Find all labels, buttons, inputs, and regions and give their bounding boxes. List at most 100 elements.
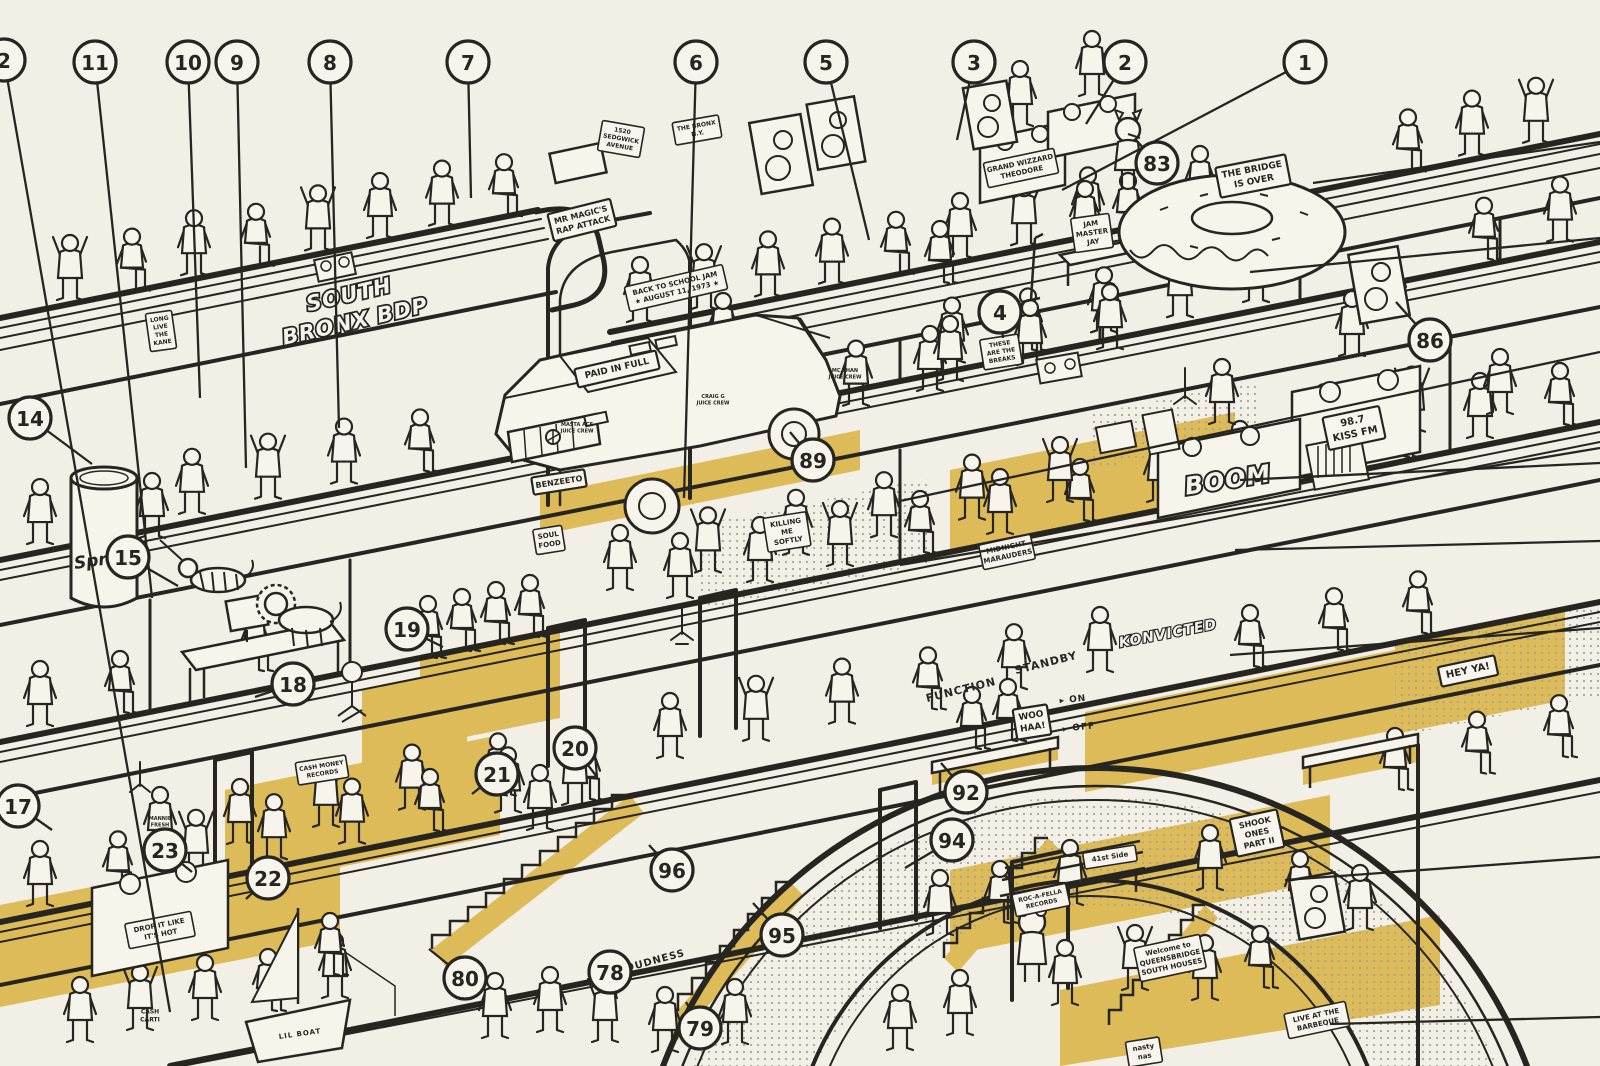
person-figure xyxy=(115,227,152,292)
callout-86: 86 xyxy=(1395,301,1453,363)
sign-text: HAA! xyxy=(1020,721,1047,735)
person-figure xyxy=(1401,570,1438,635)
callout-leader-line xyxy=(235,61,248,469)
person-figure xyxy=(103,649,140,715)
callout-number: 11 xyxy=(81,51,109,75)
person-figure xyxy=(403,408,440,473)
offscreen-callout-leader-line xyxy=(1229,626,1600,657)
sign-board xyxy=(979,333,1023,371)
offscreen-callout-leader-line xyxy=(899,350,1600,503)
person-figure xyxy=(22,477,58,546)
person-figure xyxy=(174,447,210,515)
sign-text: LONG xyxy=(150,315,170,325)
toggle-label-with-pointer-icon: ▸ OFF xyxy=(1062,721,1095,734)
person-figure xyxy=(737,674,775,742)
callout-number: 17 xyxy=(4,795,32,819)
callout-23: 23 xyxy=(142,827,193,873)
callout-6: 6 xyxy=(673,39,719,499)
callout-number: 83 xyxy=(1143,152,1171,176)
giant-donut xyxy=(1117,173,1347,291)
callout-96: 96 xyxy=(648,844,695,893)
callout-number: 8 xyxy=(323,51,337,75)
callout-circle xyxy=(474,751,520,797)
callout-leader-line xyxy=(2,59,172,1013)
sign-board xyxy=(546,198,618,242)
callout-number: 9 xyxy=(230,51,244,75)
sign-board xyxy=(1082,844,1138,870)
person-figure xyxy=(652,691,688,760)
callout-3: 3 xyxy=(951,39,997,141)
dog-mascot xyxy=(1113,108,1143,188)
offscreen-callout-leader-line xyxy=(1284,855,1600,882)
person-figure xyxy=(647,985,683,1054)
person-figure xyxy=(51,233,89,302)
sign-board xyxy=(1214,153,1292,199)
callout-number: 79 xyxy=(686,1017,714,1041)
callout-number: 78 xyxy=(596,961,624,985)
person-figure xyxy=(1391,108,1428,173)
callout-circle xyxy=(245,855,291,901)
callout-89: 89 xyxy=(789,431,836,483)
callout-leader-line xyxy=(186,61,202,399)
graffiti-text: KONVICTED xyxy=(1118,617,1219,652)
callout-circle xyxy=(552,725,598,771)
sign-text: nasty xyxy=(1132,1042,1155,1053)
shirt-text: CASH xyxy=(141,1009,159,1016)
callout-78: 78 xyxy=(587,949,633,1000)
callout-circle xyxy=(442,955,488,1001)
callout-circle xyxy=(0,37,27,83)
callout-number: 15 xyxy=(114,546,142,570)
callout-number: 80 xyxy=(451,967,479,991)
person-figure xyxy=(1454,89,1490,157)
lil-boat xyxy=(244,908,396,1064)
person-figure xyxy=(882,983,918,1052)
shirt-text: MC SHAN xyxy=(832,368,858,374)
callout-2: 2 xyxy=(0,37,172,1013)
callout-circle xyxy=(1134,140,1180,186)
person-figure xyxy=(479,580,516,646)
sign-text: KANE xyxy=(153,338,172,347)
callout-number: 7 xyxy=(461,51,475,75)
person-figure xyxy=(1542,175,1578,243)
sign-hey-ya: HEY YA! xyxy=(1437,654,1499,688)
hero-objects xyxy=(69,108,1347,1064)
sign-board xyxy=(144,309,178,353)
person-figure xyxy=(532,965,568,1034)
sign-board xyxy=(573,349,661,389)
person-figure xyxy=(662,531,698,600)
sign-text: LIVE xyxy=(153,323,169,332)
sign-benzeeto-plate: BENZEETO xyxy=(530,468,588,496)
callout-circle xyxy=(142,827,188,873)
person-figure xyxy=(1233,603,1270,669)
shirt-text: JUICE CREW xyxy=(559,428,594,434)
callout-circle xyxy=(445,39,491,85)
person-figure xyxy=(942,968,978,1037)
callout-number: 3 xyxy=(967,51,981,75)
person-figure xyxy=(522,763,558,832)
callout-circle xyxy=(951,39,997,85)
record-crate xyxy=(547,141,609,185)
sign-board xyxy=(1011,703,1053,741)
callout-number: 92 xyxy=(952,781,980,805)
sign-board xyxy=(1011,882,1071,918)
callout-80: 80 xyxy=(428,948,488,1001)
sign-text: N.Y. xyxy=(691,129,705,138)
callout-circle xyxy=(105,534,151,580)
sign-text: AVENUE xyxy=(606,141,634,153)
callout-circle xyxy=(790,437,836,483)
bear-mascot xyxy=(1016,905,1048,982)
shirt-text: CARTI xyxy=(140,1016,160,1023)
callout-circle xyxy=(803,39,849,85)
callout-95: 95 xyxy=(752,902,805,958)
sign-text: BREAKS xyxy=(988,354,1016,365)
